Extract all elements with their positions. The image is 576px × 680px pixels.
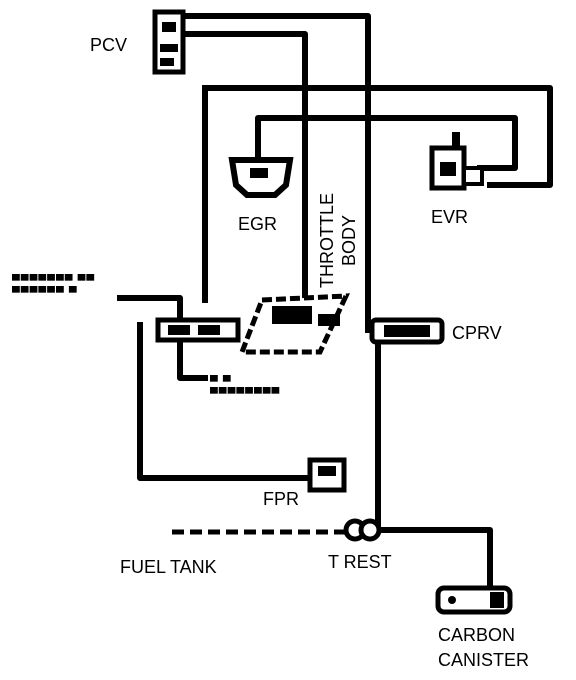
cprv-label: CPRV xyxy=(452,323,502,343)
egr-label: EGR xyxy=(238,214,278,234)
carbon-label: CARBON xyxy=(438,625,516,645)
egr-valve xyxy=(228,157,294,198)
throttle-label: THROTTLE xyxy=(317,192,337,288)
fuel-tank-label: FUEL TANK xyxy=(120,557,217,577)
t-rest-label: T REST xyxy=(328,552,392,572)
illegible-manifold-label: ▀▀▀▀▀▀▀ ▀▀▀▀▀▀▀▀ ▀ xyxy=(12,275,96,299)
pcv-label: PCV xyxy=(90,35,128,55)
throttle-body xyxy=(238,293,351,355)
evr-label: EVR xyxy=(431,207,469,227)
canister-label: CANISTER xyxy=(438,650,530,670)
t-rest-fitting xyxy=(343,518,382,542)
intake-connector xyxy=(155,317,241,343)
pcv-valve xyxy=(152,9,186,75)
manifold-hose xyxy=(117,295,183,321)
carbon-canister xyxy=(435,585,513,615)
fpr-label: FPR xyxy=(263,489,299,509)
fpr-hose xyxy=(137,322,315,481)
pcv-to-cprv-hose xyxy=(172,13,371,333)
pcv-secondary-hose xyxy=(175,31,308,303)
evr-loop-hose xyxy=(202,85,553,188)
egr-evr-hose xyxy=(255,115,518,173)
fuel-pressure-regulator xyxy=(307,457,347,493)
evr-solenoid xyxy=(429,132,484,191)
body-label: BODY xyxy=(339,214,359,266)
cprv-valve xyxy=(369,317,445,345)
illegible-sensor-label: ▀ ▀▀▀▀▀▀▀▀▀ xyxy=(210,376,281,400)
sensor-hose xyxy=(177,337,208,381)
